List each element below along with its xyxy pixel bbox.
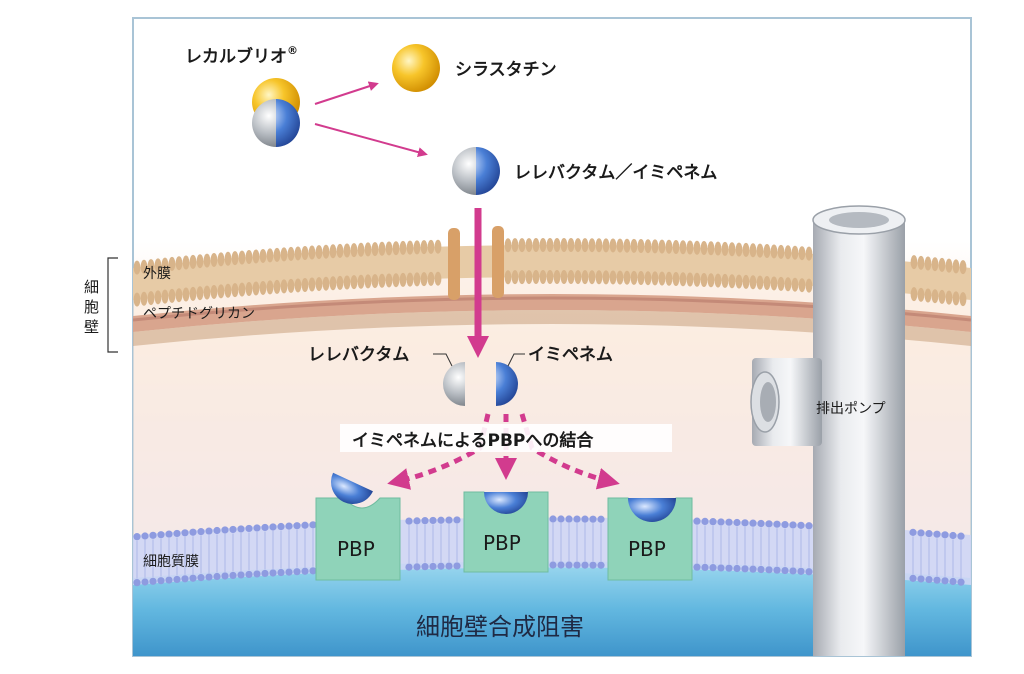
recarbrio-ball bbox=[252, 78, 300, 147]
relebactam-half bbox=[443, 362, 465, 406]
result-label: 細胞壁合成阻害 bbox=[416, 613, 584, 641]
porin-channel bbox=[448, 226, 504, 300]
pbp-2-label: PBP bbox=[483, 531, 521, 555]
cytoplasmic-membrane-lipids bbox=[133, 515, 965, 587]
relebactam-label: レレバクタム bbox=[308, 345, 409, 365]
outer-membrane-lipids bbox=[133, 238, 967, 307]
relebactam-leader bbox=[433, 353, 453, 367]
cytoplasmic-membrane-label: 細胞質膜 bbox=[143, 554, 199, 570]
combo-label: レレバクタム／イミペネム bbox=[514, 162, 717, 183]
cilastatin-ball bbox=[392, 44, 440, 92]
pbp-1: PBP bbox=[315, 472, 401, 581]
combo-ball bbox=[452, 147, 500, 195]
cell-wall-bracket bbox=[107, 257, 118, 353]
periplasm bbox=[133, 265, 971, 540]
pbp-3-label: PBP bbox=[628, 537, 666, 561]
binding-label: イミペネムによるPBPへの結合 bbox=[352, 430, 594, 451]
outer-membrane-label: 外膜 bbox=[143, 266, 171, 282]
binding-label-bg bbox=[340, 424, 672, 452]
imipenem-leader bbox=[507, 353, 525, 367]
peptidoglycan-shadow bbox=[133, 310, 971, 346]
peptidoglycan-label: ペプチドグリカン bbox=[143, 306, 255, 322]
imipenem-label: イミペネム bbox=[528, 345, 613, 365]
efflux-pump-label: 排出ポンプ bbox=[816, 401, 886, 417]
recarbrio-label: レカルブリオ® bbox=[185, 44, 298, 67]
imipenem-half bbox=[496, 362, 518, 406]
efflux-pump bbox=[750, 205, 906, 656]
cytoplasm bbox=[133, 561, 971, 656]
pbp-2: PBP bbox=[463, 491, 549, 573]
pbp-1-label: PBP bbox=[337, 537, 375, 561]
cilastatin-label: シラスタチン bbox=[455, 60, 557, 80]
cell-wall-label: 細胞壁 bbox=[84, 278, 99, 336]
arrows-top bbox=[314, 81, 428, 157]
pbp-3: PBP bbox=[607, 497, 693, 581]
